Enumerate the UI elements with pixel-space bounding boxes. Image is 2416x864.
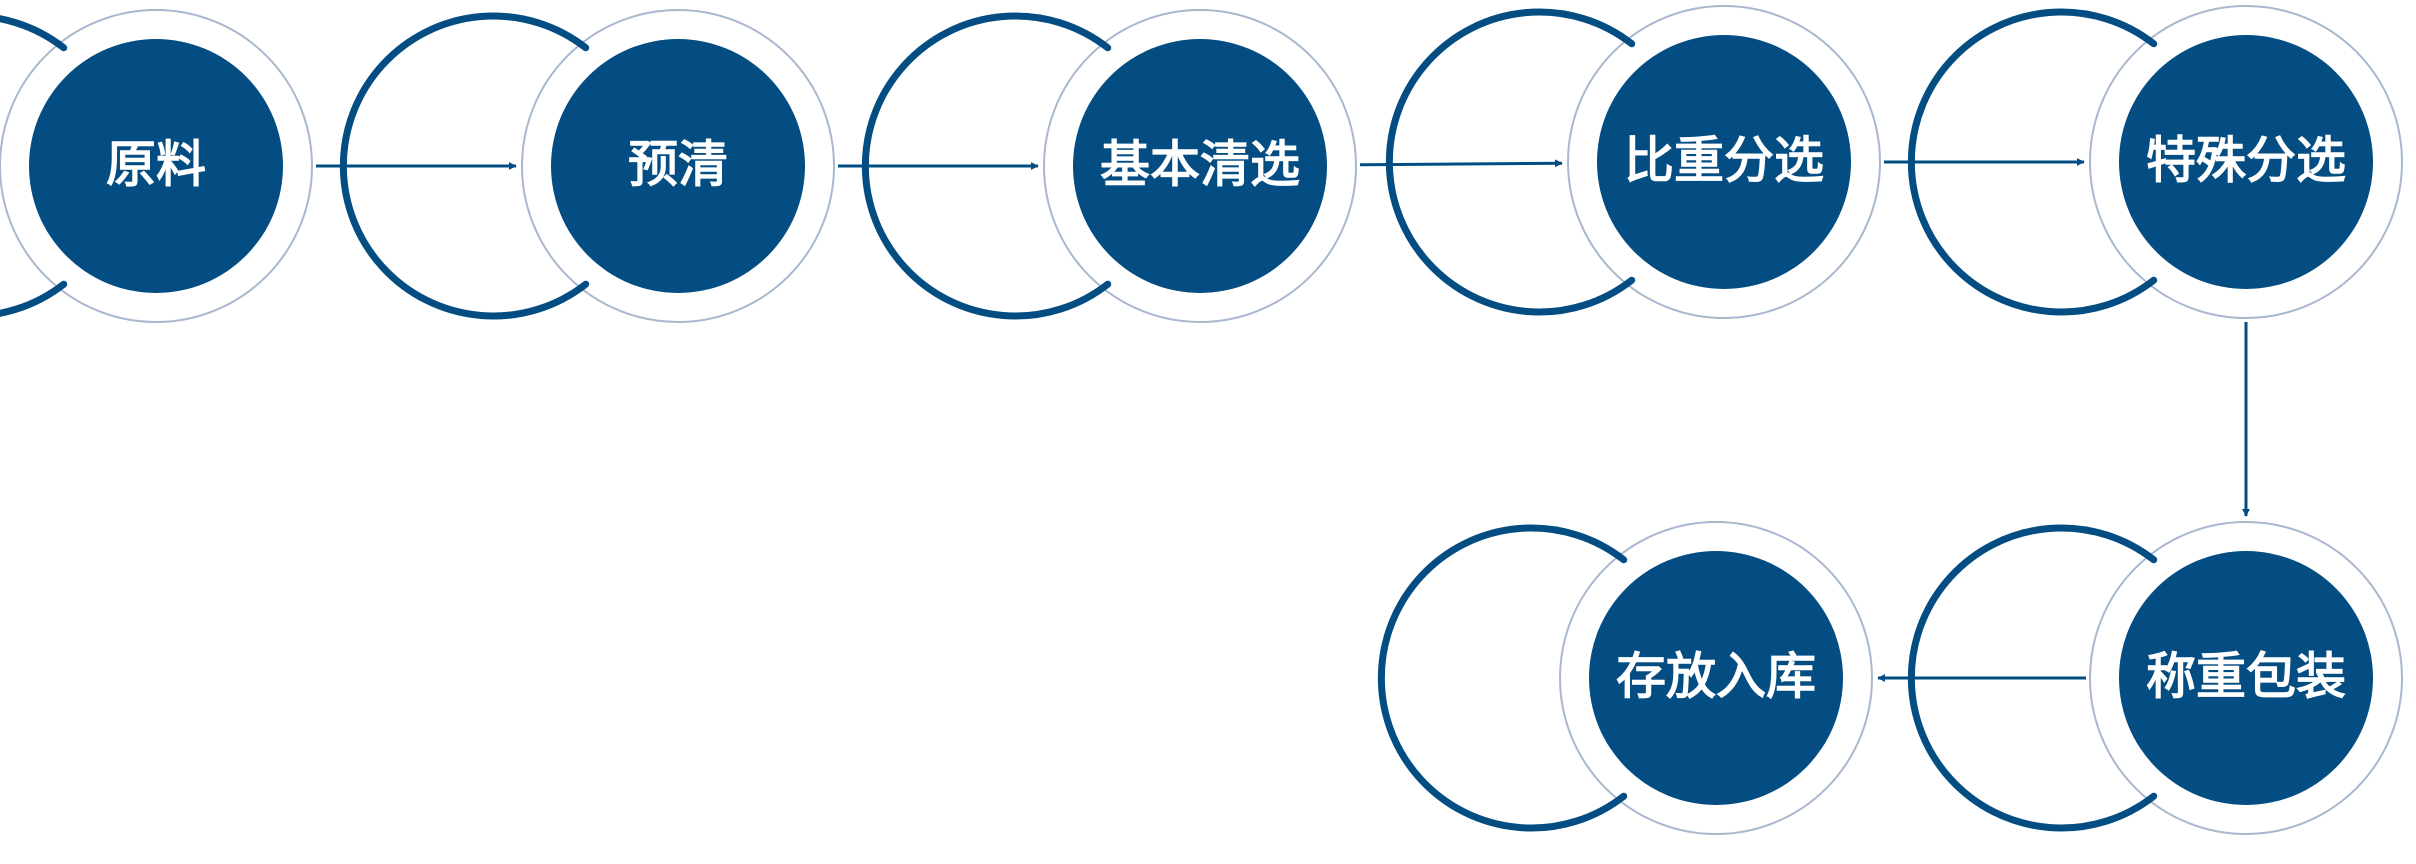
step-disc <box>551 39 805 293</box>
step-disc <box>1597 35 1851 289</box>
accent-arc <box>1385 8 1636 316</box>
accent-arc <box>339 12 590 320</box>
process-step-basic-cleaning: 基本清选 <box>861 9 1357 323</box>
step-disc <box>2119 551 2373 805</box>
process-step-pre-cleaning: 预清 <box>339 9 835 323</box>
step-disc <box>2119 35 2373 289</box>
process-step-special-sorting: 特殊分选 <box>1907 5 2403 319</box>
step-label: 称重包装 <box>2146 648 2346 706</box>
process-step-storage: 存放入库 <box>1377 521 1873 835</box>
connectors <box>316 158 2250 682</box>
accent-arc <box>1907 524 2158 832</box>
step-label: 特殊分选 <box>2146 132 2346 190</box>
step-disc <box>29 39 283 293</box>
step-label: 预清 <box>628 136 728 194</box>
connector-basic-cleaning-to-gravity-sorting <box>1359 159 1563 168</box>
step-disc <box>1589 551 1843 805</box>
step-label: 原料 <box>106 136 206 194</box>
accent-arc <box>861 12 1112 320</box>
step-label: 基本清选 <box>1100 136 1300 194</box>
accent-arc <box>1907 8 2158 316</box>
step-disc <box>1073 39 1327 293</box>
accent-arc <box>1377 524 1628 832</box>
step-label: 存放入库 <box>1616 648 1816 706</box>
process-step-weigh-packaging: 称重包装 <box>1907 521 2403 835</box>
step-label: 比重分选 <box>1624 132 1824 190</box>
process-step-gravity-sorting: 比重分选 <box>1385 5 1881 319</box>
process-step-raw-material: 原料 <box>0 9 313 323</box>
